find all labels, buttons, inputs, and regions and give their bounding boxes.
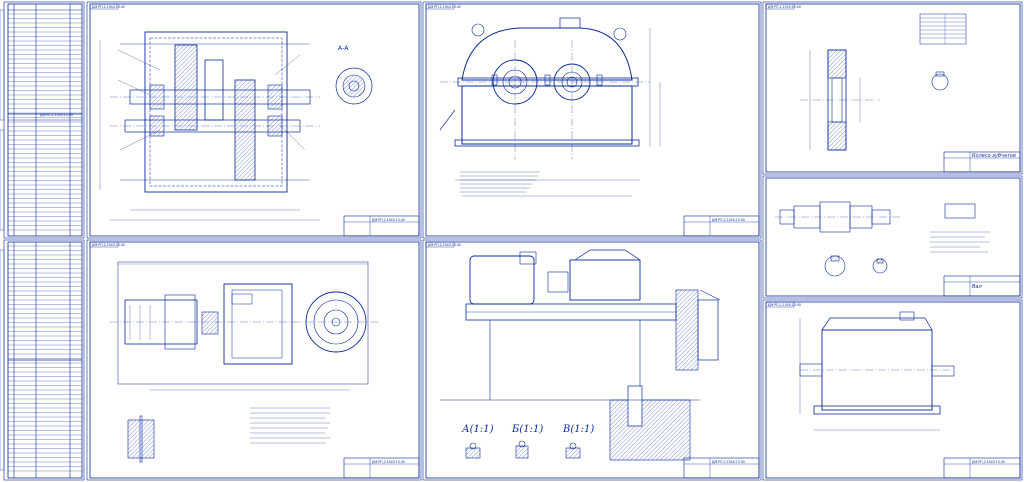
gearbox-front-stamp-title: ДМ.РП.2.1540.13.00 bbox=[712, 218, 745, 222]
sheet-spec-2 bbox=[0, 239, 85, 481]
sheet-gearbox-plan: ДМ.РП.2.1540.13.00 А-А bbox=[86, 1, 422, 239]
sheet-drive-plan: ДМ.РП.2.1540.13.00 bbox=[86, 239, 422, 481]
drive-plan-corner-code: ДМ.РП.2.1540.13.00 bbox=[92, 243, 125, 247]
view-a-label: А(1:1) bbox=[461, 424, 494, 435]
section-a-a-label: А-А bbox=[338, 45, 349, 52]
casing-corner-code: ДМ.РП.2.1540.13.00 bbox=[768, 303, 801, 307]
casing-stamp-title: ДМ.РП.2.1540.13.00 bbox=[972, 460, 1005, 464]
sheet-wheel-detail: ДМ.РП.2.1540.13.00 Колесо зубчатое bbox=[762, 1, 1023, 175]
gearbox-plan-corner-code: ДМ.РП.2.1540.13.00 bbox=[92, 5, 125, 9]
wheel-detail-corner-code: ДМ.РП.2.1540.13.00 bbox=[768, 5, 801, 9]
shaft-detail-stamp-title: Вал bbox=[972, 284, 982, 290]
gearbox-plan-stamp-title: ДМ.РП.2.1540.13.00 bbox=[372, 218, 405, 222]
wheel-detail-stamp-title: Колесо зубчатое bbox=[972, 153, 1016, 159]
spec-1-stamp-title: ДМ.РП.2.1540.13.00 bbox=[40, 113, 73, 117]
sheet-drive-side: ДМ.РП.2.1540.13.00 А(1:1) Б(1:1) В(1:1) bbox=[422, 239, 762, 481]
view-v-label: В(1:1) bbox=[562, 424, 594, 435]
view-b-label: Б(1:1) bbox=[511, 424, 543, 435]
sheet-shaft-detail: Вал bbox=[762, 175, 1023, 299]
drive-side-corner-code: ДМ.РП.2.1540.13.00 bbox=[428, 243, 461, 247]
drive-side-stamp-title: ДМ.РП.2.1540.13.00 bbox=[712, 460, 745, 464]
drive-plan-stamp-title: ДМ.РП.2.1540.13.00 bbox=[372, 460, 405, 464]
gearbox-front-corner-code: ДМ.РП.2.1540.13.00 bbox=[428, 5, 461, 9]
sheet-casing: ДМ.РП.2.1540.13.00 ДМ.РП.2.1540.13.00 bbox=[762, 299, 1023, 481]
sheet-gearbox-front: ДМ.РП.2.1540.13.00 bbox=[422, 1, 762, 239]
sheet-spec-1: ДМ.РП.2.1540.13.00 bbox=[0, 1, 85, 239]
spec-table-rows bbox=[8, 13, 82, 231]
